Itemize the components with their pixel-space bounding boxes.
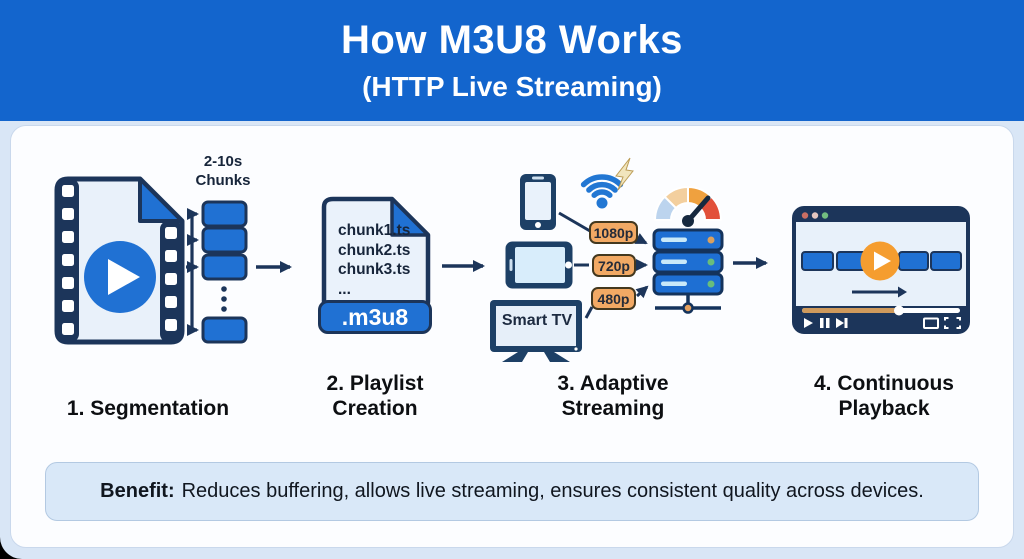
benefit-heading: Benefit:	[100, 480, 175, 502]
speedometer-icon	[654, 186, 722, 227]
m3u8-badge: .m3u8	[318, 300, 432, 334]
pip-icon	[923, 317, 939, 329]
header: How M3U8 Works (HTTP Live Streaming)	[0, 0, 1024, 121]
video-file-icon	[54, 176, 185, 345]
chunks-duration-label: 2-10s Chunks	[195, 153, 251, 189]
segment-file-list: chunk1.ts chunk2.ts chunk3.ts ...	[338, 221, 424, 299]
segment-file-name: chunk3.ts	[338, 261, 411, 278]
smartphone-icon	[520, 174, 556, 230]
benefit-box: Benefit: Reduces buffering, allows live …	[45, 462, 979, 521]
pause-icon	[820, 318, 830, 328]
window-titlebar	[794, 208, 968, 222]
skip-next-icon	[836, 318, 848, 328]
smart-tv-label: Smart TV	[501, 312, 573, 329]
step-label-playlist-creation: 2. Playlist Creation	[326, 372, 424, 420]
chunk-timeline	[801, 251, 962, 271]
film-sprocket-holes-left	[62, 185, 74, 335]
window-dot-red-icon	[801, 212, 809, 219]
progress-thumb	[894, 305, 904, 316]
folded-corner-icon	[138, 177, 184, 223]
lightning-icon	[615, 157, 634, 191]
smart-tv-icon	[490, 300, 582, 362]
quality-badge-480p: 480p	[591, 287, 636, 310]
wifi-icon	[580, 157, 634, 209]
quality-badge-1080p: 1080p	[589, 221, 638, 244]
network-node-icon	[682, 302, 694, 314]
playback-direction-arrow-icon	[852, 286, 907, 298]
progress-fill	[802, 308, 899, 313]
segment-file-name: chunk1.ts	[338, 222, 411, 239]
benefit-text: Reduces buffering, allows live streaming…	[181, 480, 924, 502]
film-sprocket-holes-right	[165, 227, 177, 331]
segment-file-name: chunk2.ts	[338, 241, 411, 259]
play-triangle-icon	[108, 259, 140, 295]
video-player-icon	[792, 206, 970, 334]
folded-corner-icon	[390, 197, 430, 237]
step-label-segmentation: 1. Segmentation	[66, 397, 230, 420]
window-dot-green-icon	[821, 212, 829, 219]
step-label-adaptive-streaming: 3. Adaptive Streaming	[557, 372, 669, 420]
step-label-continuous-playback: 4. Continuous Playback	[814, 372, 954, 420]
page-title: How M3U8 Works	[341, 18, 683, 62]
server-stack-icon	[652, 228, 724, 314]
tablet-icon	[505, 241, 573, 289]
play-icon	[804, 318, 813, 328]
page-subtitle: (HTTP Live Streaming)	[362, 71, 662, 102]
quality-badge-720p: 720p	[592, 254, 636, 277]
window-dot-pink-icon	[811, 212, 819, 219]
fullscreen-icon	[944, 317, 961, 329]
segment-file-ellipsis: ...	[338, 280, 351, 298]
